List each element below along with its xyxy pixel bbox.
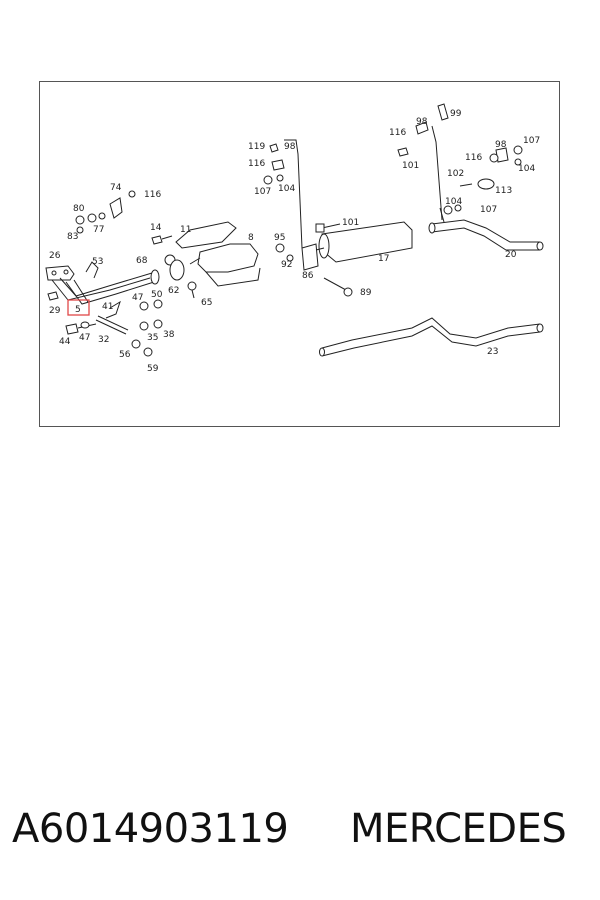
callout-80: 80 — [73, 204, 85, 214]
callout-41: 41 — [102, 302, 113, 312]
part-number-label: A6014903119 — [12, 806, 289, 852]
callout-23: 23 — [487, 347, 498, 357]
callout-59: 59 — [147, 364, 159, 374]
exploded-parts-diagram: 99 98 116 101 119 98 116 107 104 98 107 … — [39, 81, 560, 427]
callout-98: 98 — [495, 140, 507, 150]
callout-47: 47 — [79, 333, 90, 343]
callout-35: 35 — [147, 333, 158, 343]
callout-26: 26 — [49, 251, 61, 261]
brand-label: MERCEDES — [350, 806, 567, 852]
highlight-box — [67, 299, 90, 316]
callout-20: 20 — [505, 250, 517, 260]
callout-107: 107 — [480, 205, 497, 215]
callout-98: 98 — [284, 142, 296, 152]
callout-8: 8 — [248, 233, 254, 243]
callout-98: 98 — [416, 117, 428, 127]
callout-116: 116 — [389, 128, 406, 138]
callout-77: 77 — [93, 225, 104, 235]
callout-50: 50 — [151, 290, 163, 300]
callout-83: 83 — [67, 232, 78, 242]
callout-86: 86 — [302, 271, 314, 281]
callout-38: 38 — [163, 330, 175, 340]
callout-95: 95 — [274, 233, 285, 243]
callout-119: 119 — [248, 142, 265, 152]
callout-102: 102 — [447, 169, 464, 179]
callout-107: 107 — [254, 187, 271, 197]
callout-99: 99 — [450, 109, 462, 119]
callout-104: 104 — [445, 197, 462, 207]
callout-11: 11 — [180, 225, 191, 235]
callout-44: 44 — [59, 337, 71, 347]
callout-14: 14 — [150, 223, 162, 233]
exhaust-system-drawing: 99 98 116 101 119 98 116 107 104 98 107 … — [45, 103, 544, 374]
callout-53: 53 — [92, 257, 103, 267]
callout-116: 116 — [144, 190, 161, 200]
callout-92: 92 — [281, 260, 292, 270]
callout-89: 89 — [360, 288, 372, 298]
callout-62: 62 — [168, 286, 179, 296]
callout-56: 56 — [119, 350, 131, 360]
callout-68: 68 — [136, 256, 148, 266]
callout-113: 113 — [495, 186, 512, 196]
callout-101: 101 — [402, 161, 419, 171]
callout-116: 116 — [248, 159, 265, 169]
callout-32: 32 — [98, 335, 109, 345]
callout-107: 107 — [523, 136, 540, 146]
callout-65: 65 — [201, 298, 212, 308]
callout-17: 17 — [378, 254, 389, 264]
callout-74: 74 — [110, 183, 122, 193]
callout-101: 101 — [342, 218, 359, 228]
callout-116: 116 — [465, 153, 482, 163]
callout-5: 5 — [75, 305, 81, 315]
callout-29: 29 — [49, 306, 61, 316]
callout-47: 47 — [132, 293, 143, 303]
callout-104: 104 — [518, 164, 535, 174]
callout-104: 104 — [278, 184, 295, 194]
